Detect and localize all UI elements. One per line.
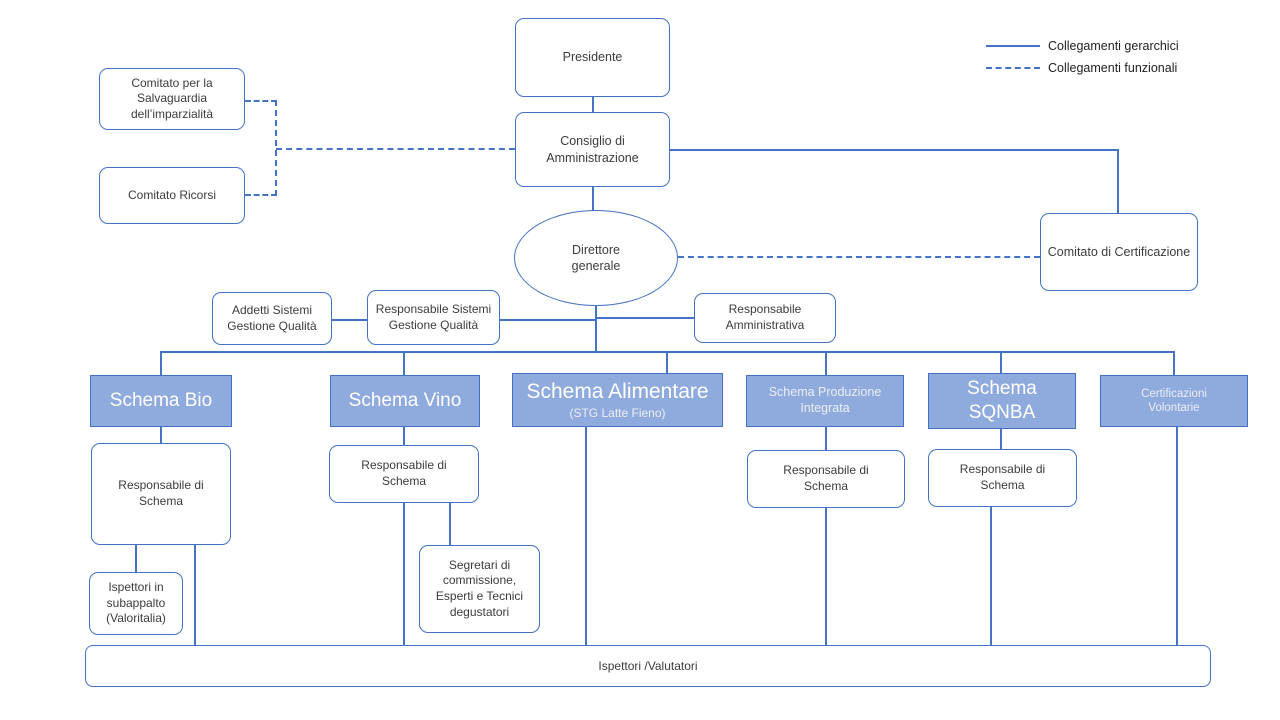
legend: Collegamenti gerarchici Collegamenti fun…	[986, 35, 1179, 79]
edge-dashed-direttore-certificazione	[678, 256, 1040, 258]
edge-drop-produzione-integrata	[825, 351, 827, 376]
legend-row-functional: Collegamenti funzionali	[986, 57, 1179, 79]
node-resp-schema-sqnba-label: Responsabile di Schema	[959, 462, 1046, 492]
node-responsabile-sgq: Responsabile Sistemi Gestione Qualità	[367, 290, 500, 345]
node-presidente: Presidente	[515, 18, 670, 97]
edge-center-respamm	[595, 317, 695, 319]
edge-bio-resp	[160, 427, 162, 444]
edge-down-comitato-certificazione	[1117, 149, 1119, 214]
node-presidente-label: Presidente	[562, 50, 623, 65]
solid-line-icon	[986, 45, 1040, 47]
node-schema-sqnba-label: Schema SQNBA	[967, 378, 1037, 423]
node-ispettori-valutatori: Ispettori /Valutatori	[85, 645, 1211, 687]
edge-direttore-distribution	[595, 304, 597, 353]
node-comitato-certificazione-label: Comitato di Certificazione	[1047, 244, 1191, 259]
edge-sqnba-resp	[1000, 427, 1002, 450]
node-direttore-generale-label: Direttore generale	[571, 242, 621, 273]
edge-presidente-consiglio	[592, 97, 594, 113]
node-addetti-sgq: Addetti Sistemi Gestione Qualità	[212, 292, 332, 345]
edge-respvino-ispettori	[403, 502, 405, 646]
node-schema-vino-label: Schema Vino	[348, 390, 462, 412]
edge-drop-sqnba	[1000, 351, 1002, 376]
node-schema-bio: Schema Bio	[90, 375, 232, 427]
node-segretari-commissione: Segretari di commissione, Esperti e Tecn…	[419, 545, 540, 633]
node-resp-schema-pi-label: Responsabile di Schema	[783, 463, 869, 493]
edge-respsqnba-ispettori	[990, 506, 992, 646]
node-comitato-salvaguardia-label: Comitato per la Salvaguardia dell’imparz…	[130, 75, 214, 121]
node-ispettori-subappalto-label: Ispettori in subappalto (Valoritalia)	[106, 580, 166, 626]
node-comitato-salvaguardia: Comitato per la Salvaguardia dell’imparz…	[99, 68, 245, 130]
edge-drop-cert-volontarie	[1173, 351, 1175, 376]
edge-alimentare-ispettori	[585, 427, 587, 646]
node-direttore-generale: Direttore generale	[514, 210, 678, 306]
node-consiglio-label: Consiglio di Amministrazione	[546, 134, 639, 165]
node-segretari-commissione-label: Segretari di commissione, Esperti e Tecn…	[435, 557, 524, 619]
node-responsabile-amministrativa-label: Responsabile Amministrativa	[725, 302, 805, 332]
node-schema-alimentare-sublabel: (STG Latte Fieno)	[569, 406, 666, 421]
node-comitato-certificazione: Comitato di Certificazione	[1040, 213, 1198, 291]
node-resp-schema-bio-label: Responsabile di Schema	[118, 478, 204, 508]
edge-respbio-ispettori	[194, 544, 196, 646]
edge-drop-alimentare	[666, 351, 668, 376]
edge-certvol-ispettori	[1176, 427, 1178, 646]
edge-consiglio-direttore	[592, 186, 594, 212]
node-responsabile-amministrativa: Responsabile Amministrativa	[694, 293, 836, 343]
node-consiglio-amministrazione: Consiglio di Amministrazione	[515, 112, 670, 187]
node-addetti-sgq-label: Addetti Sistemi Gestione Qualità	[227, 302, 317, 333]
node-resp-schema-sqnba: Responsabile di Schema	[928, 449, 1077, 507]
edge-respvino-segretari	[449, 502, 451, 546]
edge-addetti-respsgq	[332, 319, 368, 321]
node-responsabile-sgq-label: Responsabile Sistemi Gestione Qualità	[375, 301, 492, 332]
edge-respsgq-center	[499, 319, 597, 321]
node-certificazioni-volontarie-label: Certificazioni Volontarie	[1141, 387, 1207, 414]
node-schema-bio-label: Schema Bio	[109, 390, 213, 412]
edge-resppi-ispettori	[825, 507, 827, 646]
node-schema-produzione-integrata: Schema Produzione Integrata	[746, 375, 904, 427]
node-schema-sqnba: Schema SQNBA	[928, 373, 1076, 429]
edge-consiglio-right	[669, 149, 1119, 151]
legend-row-hierarchical: Collegamenti gerarchici	[986, 35, 1179, 57]
legend-label-functional: Collegamenti funzionali	[1048, 61, 1178, 75]
node-schema-produzione-integrata-label: Schema Produzione Integrata	[768, 385, 882, 415]
edge-drop-bio	[160, 351, 162, 376]
node-resp-schema-bio: Responsabile di Schema	[91, 443, 231, 545]
node-schema-vino: Schema Vino	[330, 375, 480, 427]
node-resp-schema-vino-label: Responsabile di Schema	[361, 458, 447, 488]
dashed-line-icon	[986, 67, 1040, 69]
node-schema-alimentare-label: Schema Alimentare	[526, 379, 709, 403]
edge-drop-vino	[403, 351, 405, 376]
legend-label-hierarchical: Collegamenti gerarchici	[1048, 39, 1179, 53]
node-certificazioni-volontarie: Certificazioni Volontarie	[1100, 375, 1248, 427]
node-schema-alimentare: Schema Alimentare (STG Latte Fieno)	[512, 373, 723, 427]
node-resp-schema-produzione-integrata: Responsabile di Schema	[747, 450, 905, 508]
edge-dashed-salvaguardia	[245, 100, 277, 102]
edge-dashed-ricorsi	[245, 194, 277, 196]
edge-dashed-to-consiglio	[276, 148, 515, 150]
node-ispettori-valutatori-label: Ispettori /Valutatori	[598, 659, 698, 673]
node-comitato-ricorsi: Comitato Ricorsi	[99, 167, 245, 224]
edge-respbio-subappalto	[135, 544, 137, 573]
node-resp-schema-vino: Responsabile di Schema	[329, 445, 479, 503]
edge-pi-resp	[825, 427, 827, 451]
edge-vino-resp	[403, 427, 405, 446]
node-ispettori-subappalto: Ispettori in subappalto (Valoritalia)	[89, 572, 183, 635]
node-comitato-ricorsi-label: Comitato Ricorsi	[127, 187, 217, 202]
